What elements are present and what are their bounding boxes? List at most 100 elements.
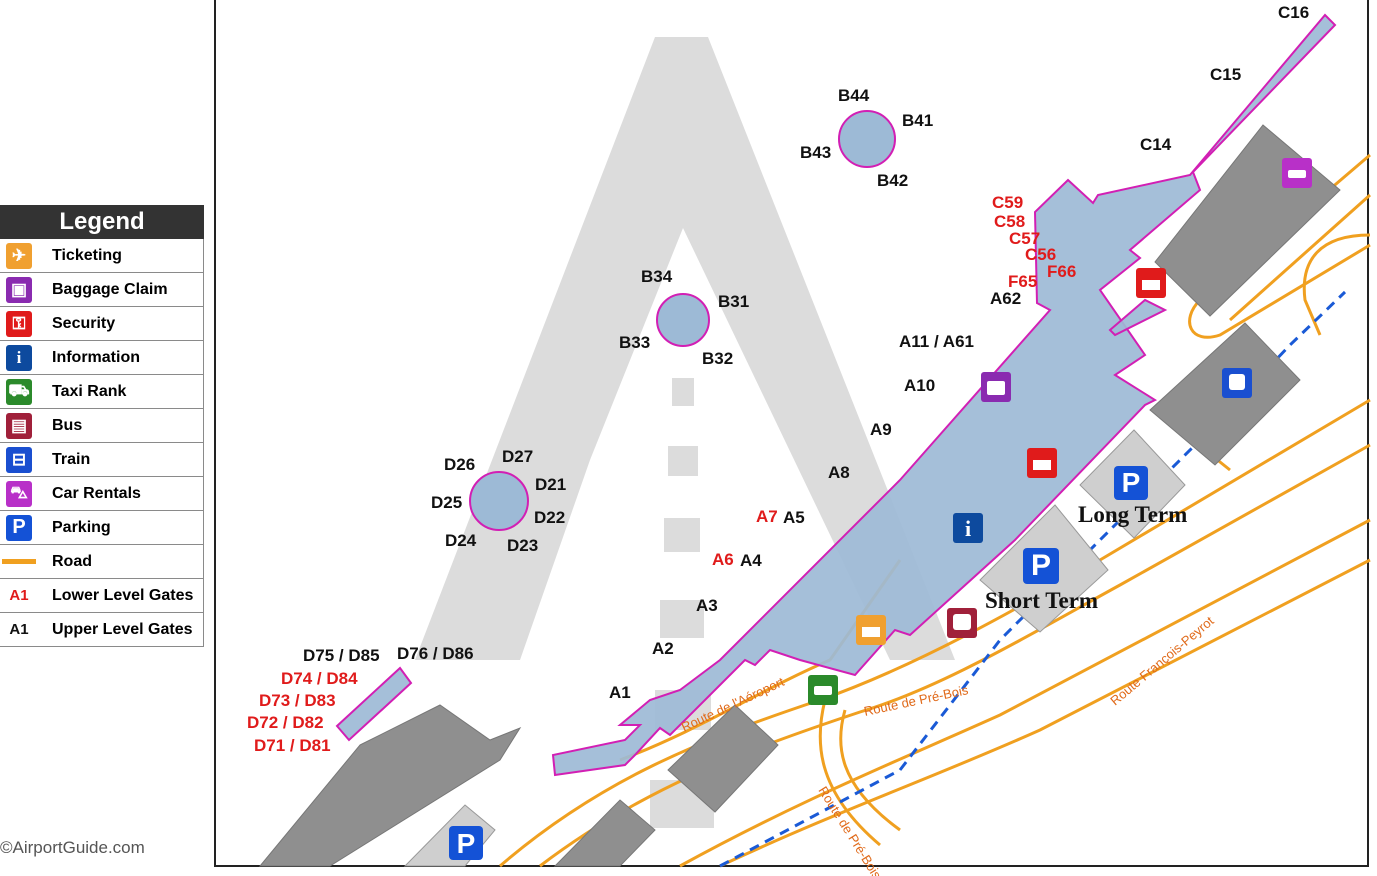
legend-code: A1 xyxy=(9,621,29,638)
gate-label: B43 xyxy=(800,143,831,162)
building-bottom xyxy=(553,799,656,867)
gate-label: A5 xyxy=(783,508,805,527)
gate-label: A62 xyxy=(990,289,1021,308)
terminal-d-building xyxy=(258,704,522,867)
taxi-icon: ⛟ xyxy=(6,378,32,405)
svg-text:P: P xyxy=(1122,467,1141,498)
car-rental-icon: ⛍ xyxy=(6,480,32,507)
legend-title: Legend xyxy=(0,205,204,239)
gate-label: B31 xyxy=(718,292,749,311)
gate-label: D25 xyxy=(431,493,462,512)
legend-label: Information xyxy=(52,348,140,366)
gate-label: F65 xyxy=(1008,272,1037,291)
gate-label: C59 xyxy=(992,193,1023,212)
taxi-icon xyxy=(808,675,838,705)
gate-label: A11 / A61 xyxy=(899,332,974,351)
lower-gates: C59 C58 C57 C56 F65 F66 A7 A6 D74 / D84 … xyxy=(247,193,1076,755)
svg-text:i: i xyxy=(965,516,971,541)
short-term-label: Short Term xyxy=(985,588,1098,613)
gate-label: D24 xyxy=(445,531,477,550)
legend-item-taxi-rank: ⛟ Taxi Rank xyxy=(0,375,204,409)
gate-label: B32 xyxy=(702,349,733,368)
legend-label: Road xyxy=(52,552,92,570)
gate-label: D22 xyxy=(534,508,565,527)
legend-item-upper-level: A1 Upper Level Gates xyxy=(0,613,204,647)
legend-label: Baggage Claim xyxy=(52,280,168,298)
terminal xyxy=(335,13,1337,777)
gate-label: A4 xyxy=(740,551,762,570)
gate-label: A7 xyxy=(756,507,778,526)
gate-label: D23 xyxy=(507,536,538,555)
gate-label: C58 xyxy=(994,212,1025,231)
gate-label: C15 xyxy=(1210,65,1241,84)
legend-item-bus: ▤ Bus xyxy=(0,409,204,443)
baggage-icon xyxy=(981,372,1011,402)
legend-item-security: ⚿ Security xyxy=(0,307,204,341)
baggage-icon: ▣ xyxy=(6,276,32,303)
parking-icon xyxy=(1114,466,1148,500)
gate-label: D76 / D86 xyxy=(397,644,474,663)
legend-item-parking: P Parking xyxy=(0,511,204,545)
gate-label: C16 xyxy=(1278,3,1309,22)
satellite-b3 xyxy=(656,293,710,347)
legend-label: Security xyxy=(52,314,116,332)
gate-label: D74 / D84 xyxy=(281,669,358,688)
gate-label: D26 xyxy=(444,455,475,474)
legend-label: Lower Level Gates xyxy=(52,586,194,604)
gate-label: F66 xyxy=(1047,262,1076,281)
gate-label: D72 / D82 xyxy=(247,713,324,732)
gate-label: C56 xyxy=(1025,245,1056,264)
legend: Legend ✈ Ticketing ▣ Baggage Claim ⚿ Sec… xyxy=(0,205,204,647)
legend-item-information: i Information xyxy=(0,341,204,375)
gate-label: A6 xyxy=(712,550,734,569)
svg-text:P: P xyxy=(457,828,476,859)
gate-label: D71 / D81 xyxy=(254,736,331,755)
satellite-d2 xyxy=(469,471,529,531)
parking-icon xyxy=(449,826,483,860)
legend-item-ticketing: ✈ Ticketing xyxy=(0,239,204,273)
car-rental-icon xyxy=(1282,158,1312,188)
security-icon xyxy=(1136,268,1166,298)
parking-icon xyxy=(1023,548,1059,584)
runway-shape xyxy=(415,37,955,660)
train-icon xyxy=(1222,368,1252,398)
building-south xyxy=(667,704,779,813)
gate-label: C14 xyxy=(1140,135,1172,154)
gate-label: A10 xyxy=(904,376,935,395)
legend-label: Upper Level Gates xyxy=(52,620,193,638)
legend-label: Train xyxy=(52,450,91,468)
legend-label: Car Rentals xyxy=(52,484,141,502)
train-icon: ⊟ xyxy=(6,446,32,473)
gate-label: B44 xyxy=(838,86,870,105)
gate-label: A3 xyxy=(696,596,718,615)
information-icon: i xyxy=(953,513,983,543)
rail-line xyxy=(719,290,1347,868)
gate-label: B41 xyxy=(902,111,933,130)
ticketing-icon: ✈ xyxy=(6,242,32,269)
security-icon: ⚿ xyxy=(6,310,32,337)
gate-label: B34 xyxy=(641,267,673,286)
gate-label: A2 xyxy=(652,639,674,658)
ticketing-icon xyxy=(856,615,886,645)
bus-icon xyxy=(947,608,977,638)
svg-text:P: P xyxy=(1031,549,1051,582)
parking-icon: P xyxy=(6,514,32,541)
information-icon: i xyxy=(6,344,32,371)
road-line-icon xyxy=(2,559,36,564)
bus-icon: ▤ xyxy=(6,412,32,439)
legend-label: Bus xyxy=(52,416,83,434)
gate-label: A9 xyxy=(870,420,892,439)
gate-label: D73 / D83 xyxy=(259,691,336,710)
gate-label: B42 xyxy=(877,171,908,190)
gate-label: C57 xyxy=(1009,229,1040,248)
gate-label: D21 xyxy=(535,475,566,494)
legend-item-lower-level: A1 Lower Level Gates xyxy=(0,579,204,613)
gate-label: D27 xyxy=(502,447,533,466)
legend-item-car-rentals: ⛍ Car Rentals xyxy=(0,477,204,511)
gate-label: A8 xyxy=(828,463,850,482)
satellite-b4 xyxy=(838,110,896,168)
legend-code: A1 xyxy=(9,587,29,604)
legend-label: Parking xyxy=(52,518,111,536)
gate-label: D75 / D85 xyxy=(303,646,380,665)
gate-label: B33 xyxy=(619,333,650,352)
